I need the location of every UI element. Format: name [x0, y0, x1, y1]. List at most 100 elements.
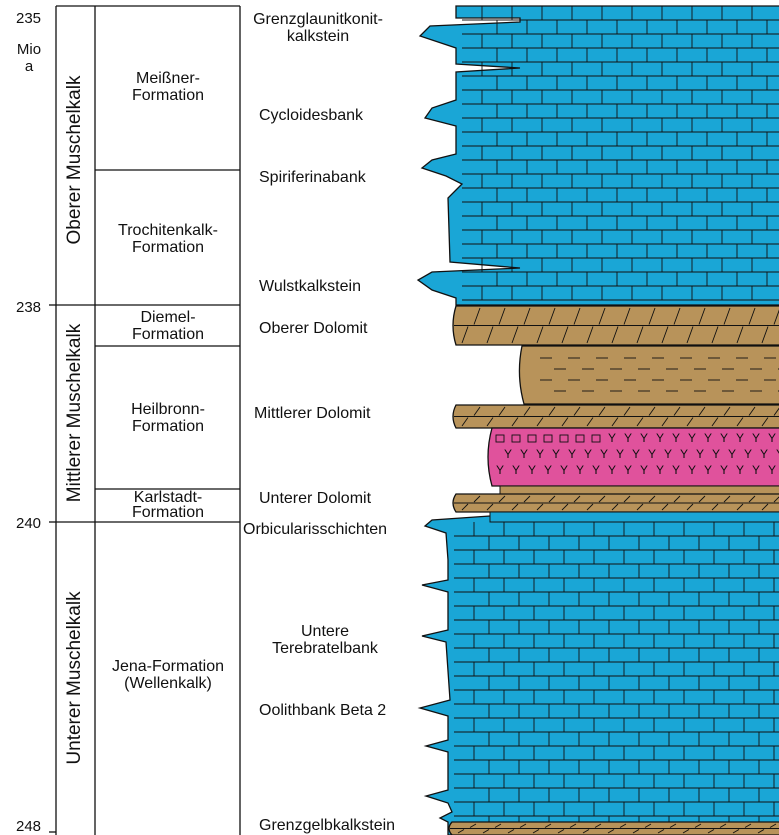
anhydrite-icon: Y: [688, 463, 696, 477]
anhydrite-icon: Y: [640, 463, 648, 477]
halite-icon: [511, 434, 521, 443]
age-unit-line2: a: [24, 58, 34, 75]
formation-trochitenkalk-line1: Trochitenkalk-: [118, 222, 218, 239]
series-oberer-muschelkalk: Oberer Muschelkalk: [64, 75, 85, 245]
bed-cycloidesbank: Cycloidesbank: [259, 107, 364, 124]
anhydrite-icon: Y: [544, 463, 552, 477]
anhydrite-icon: Y: [704, 463, 712, 477]
dolomite-unterer-hatch: [454, 495, 779, 511]
halite-icon: [591, 434, 601, 443]
anhydrite-icon: Y: [736, 463, 744, 477]
anhydrite-icon: Y: [536, 447, 544, 461]
formation-heilbronn: Heilbronn- Formation: [96, 401, 240, 435]
anhydrite-icon: Y: [616, 447, 624, 461]
anhydrite-icon: Y: [608, 431, 616, 445]
anhydrite-icon: Y: [496, 463, 504, 477]
anhydrite-icon: Y: [712, 447, 720, 461]
halite-icon: [559, 434, 569, 443]
anhydrite-icon: Y: [672, 431, 680, 445]
dolomite-mittlerer-marl: [518, 345, 779, 405]
age-label-235: 235: [16, 10, 42, 27]
limestone-bedding: [462, 6, 779, 301]
anhydrite-icon: Y: [592, 463, 600, 477]
formation-diemel-line1: Diemel-: [140, 309, 196, 326]
age-unit-label: Mio a: [14, 41, 44, 75]
limestone-bedding: [454, 522, 779, 831]
marl-dashes: [540, 357, 779, 392]
anhydrite-icon: Y: [704, 431, 712, 445]
anhydrite-icon: Y: [624, 463, 632, 477]
anhydrite-icon: Y: [664, 447, 672, 461]
bed-terebratel-line2: Terebratelbank: [272, 640, 378, 657]
bed-wulstkalkstein: Wulstkalkstein: [259, 278, 361, 295]
halite-icon: [575, 434, 585, 443]
dolomite-oberer-hatch: [454, 307, 779, 344]
bed-oberer-dolomit: Oberer Dolomit: [259, 320, 368, 337]
anhydrite-icon: Y: [584, 447, 592, 461]
anhydrite-icon: Y: [688, 431, 696, 445]
formation-meissner: Meißner- Formation: [96, 70, 240, 104]
anhydrite-icon: Y: [768, 431, 776, 445]
anhydrite-icon: Y: [504, 447, 512, 461]
anhydrite-icon: Y: [728, 447, 736, 461]
bed-terebratel-line1: Untere: [300, 623, 350, 640]
formation-jena-line1: Jena-Formation: [111, 658, 225, 675]
bed-grenzglaunit-line2: kalkstein: [286, 28, 350, 45]
anhydrite-icon: Y: [600, 447, 608, 461]
anhydrite-icon: Y: [624, 431, 632, 445]
formation-meissner-line2: Formation: [131, 87, 205, 104]
formation-trochitenkalk: Trochitenkalk- Formation: [96, 222, 240, 256]
dolomite-thin: [499, 485, 779, 495]
anhydrite-icon: Y: [680, 447, 688, 461]
anhydrite-icon: Y: [648, 447, 656, 461]
formation-trochitenkalk-line2: Formation: [131, 239, 205, 256]
anhydrite-icon: Y: [632, 447, 640, 461]
limestone-upper: [416, 5, 779, 306]
dolomite-grenzgelb-hatch: [450, 823, 779, 834]
halite-icon: [495, 434, 505, 443]
anhydrite-icon: Y: [736, 431, 744, 445]
formation-karlstadt: Karlstadt- Formation: [96, 489, 240, 521]
anhydrite-icon: Y: [752, 431, 760, 445]
formation-meissner-line1: Meißner-: [135, 70, 200, 87]
formation-heilbronn-line1: Heilbronn-: [131, 401, 205, 418]
age-unit-line1: Mio: [16, 41, 42, 58]
series-unterer-muschelkalk: Unterer Muschelkalk: [64, 591, 85, 765]
bed-grenzgelbkalkstein: Grenzgelbkalkstein: [259, 817, 396, 834]
halite-icon: [527, 434, 537, 443]
anhydrite-icon: Y: [656, 463, 664, 477]
formation-jena-line2: (Wellenkalk): [124, 675, 212, 692]
anhydrite-icon: Y: [560, 463, 568, 477]
anhydrite-icon: Y: [744, 447, 752, 461]
anhydrite-icon: Y: [568, 447, 576, 461]
anhydrite-icon: Y: [656, 431, 664, 445]
formation-karlstadt-line1: Karlstadt-: [133, 489, 203, 506]
anhydrite-icon: Y: [752, 463, 760, 477]
limestone-lower: [417, 515, 779, 835]
series-mittlerer-muschelkalk: Mittlerer Muschelkalk: [64, 323, 85, 503]
age-label-248: 248: [16, 818, 42, 835]
anhydrite-icon: Y: [720, 463, 728, 477]
bed-grenzglaukonitkalkstein: Grenzglaunitkonit- kalkstein: [244, 11, 392, 45]
anhydrite-icon: Y: [520, 447, 528, 461]
anhydrite-icon: Y: [720, 431, 728, 445]
anhydrite-icon: Y: [608, 463, 616, 477]
anhydrite-icon: Y: [672, 463, 680, 477]
evaporite-layer: [487, 427, 779, 487]
formation-karlstadt-line2: Formation: [131, 504, 205, 521]
bed-grenzglaunit-line1: Grenzglaunitkonit-: [253, 11, 383, 28]
formation-jena: Jena-Formation (Wellenkalk): [96, 658, 240, 692]
bed-unterer-dolomit: Unterer Dolomit: [259, 490, 372, 507]
age-label-238: 238: [16, 299, 42, 316]
anhydrite-icon: Y: [528, 463, 536, 477]
bed-oolithbank-beta-2: Oolithbank Beta 2: [259, 702, 387, 719]
anhydrite-icon: Y: [768, 463, 776, 477]
anhydrite-icon: Y: [552, 447, 560, 461]
bed-spiriferinabank: Spiriferinabank: [259, 169, 366, 186]
formation-diemel: Diemel- Formation: [96, 309, 240, 343]
halite-icon: [543, 434, 553, 443]
bed-orbicularisschichten: Orbicularisschichten: [243, 521, 388, 538]
anhydrite-icon: Y: [640, 431, 648, 445]
